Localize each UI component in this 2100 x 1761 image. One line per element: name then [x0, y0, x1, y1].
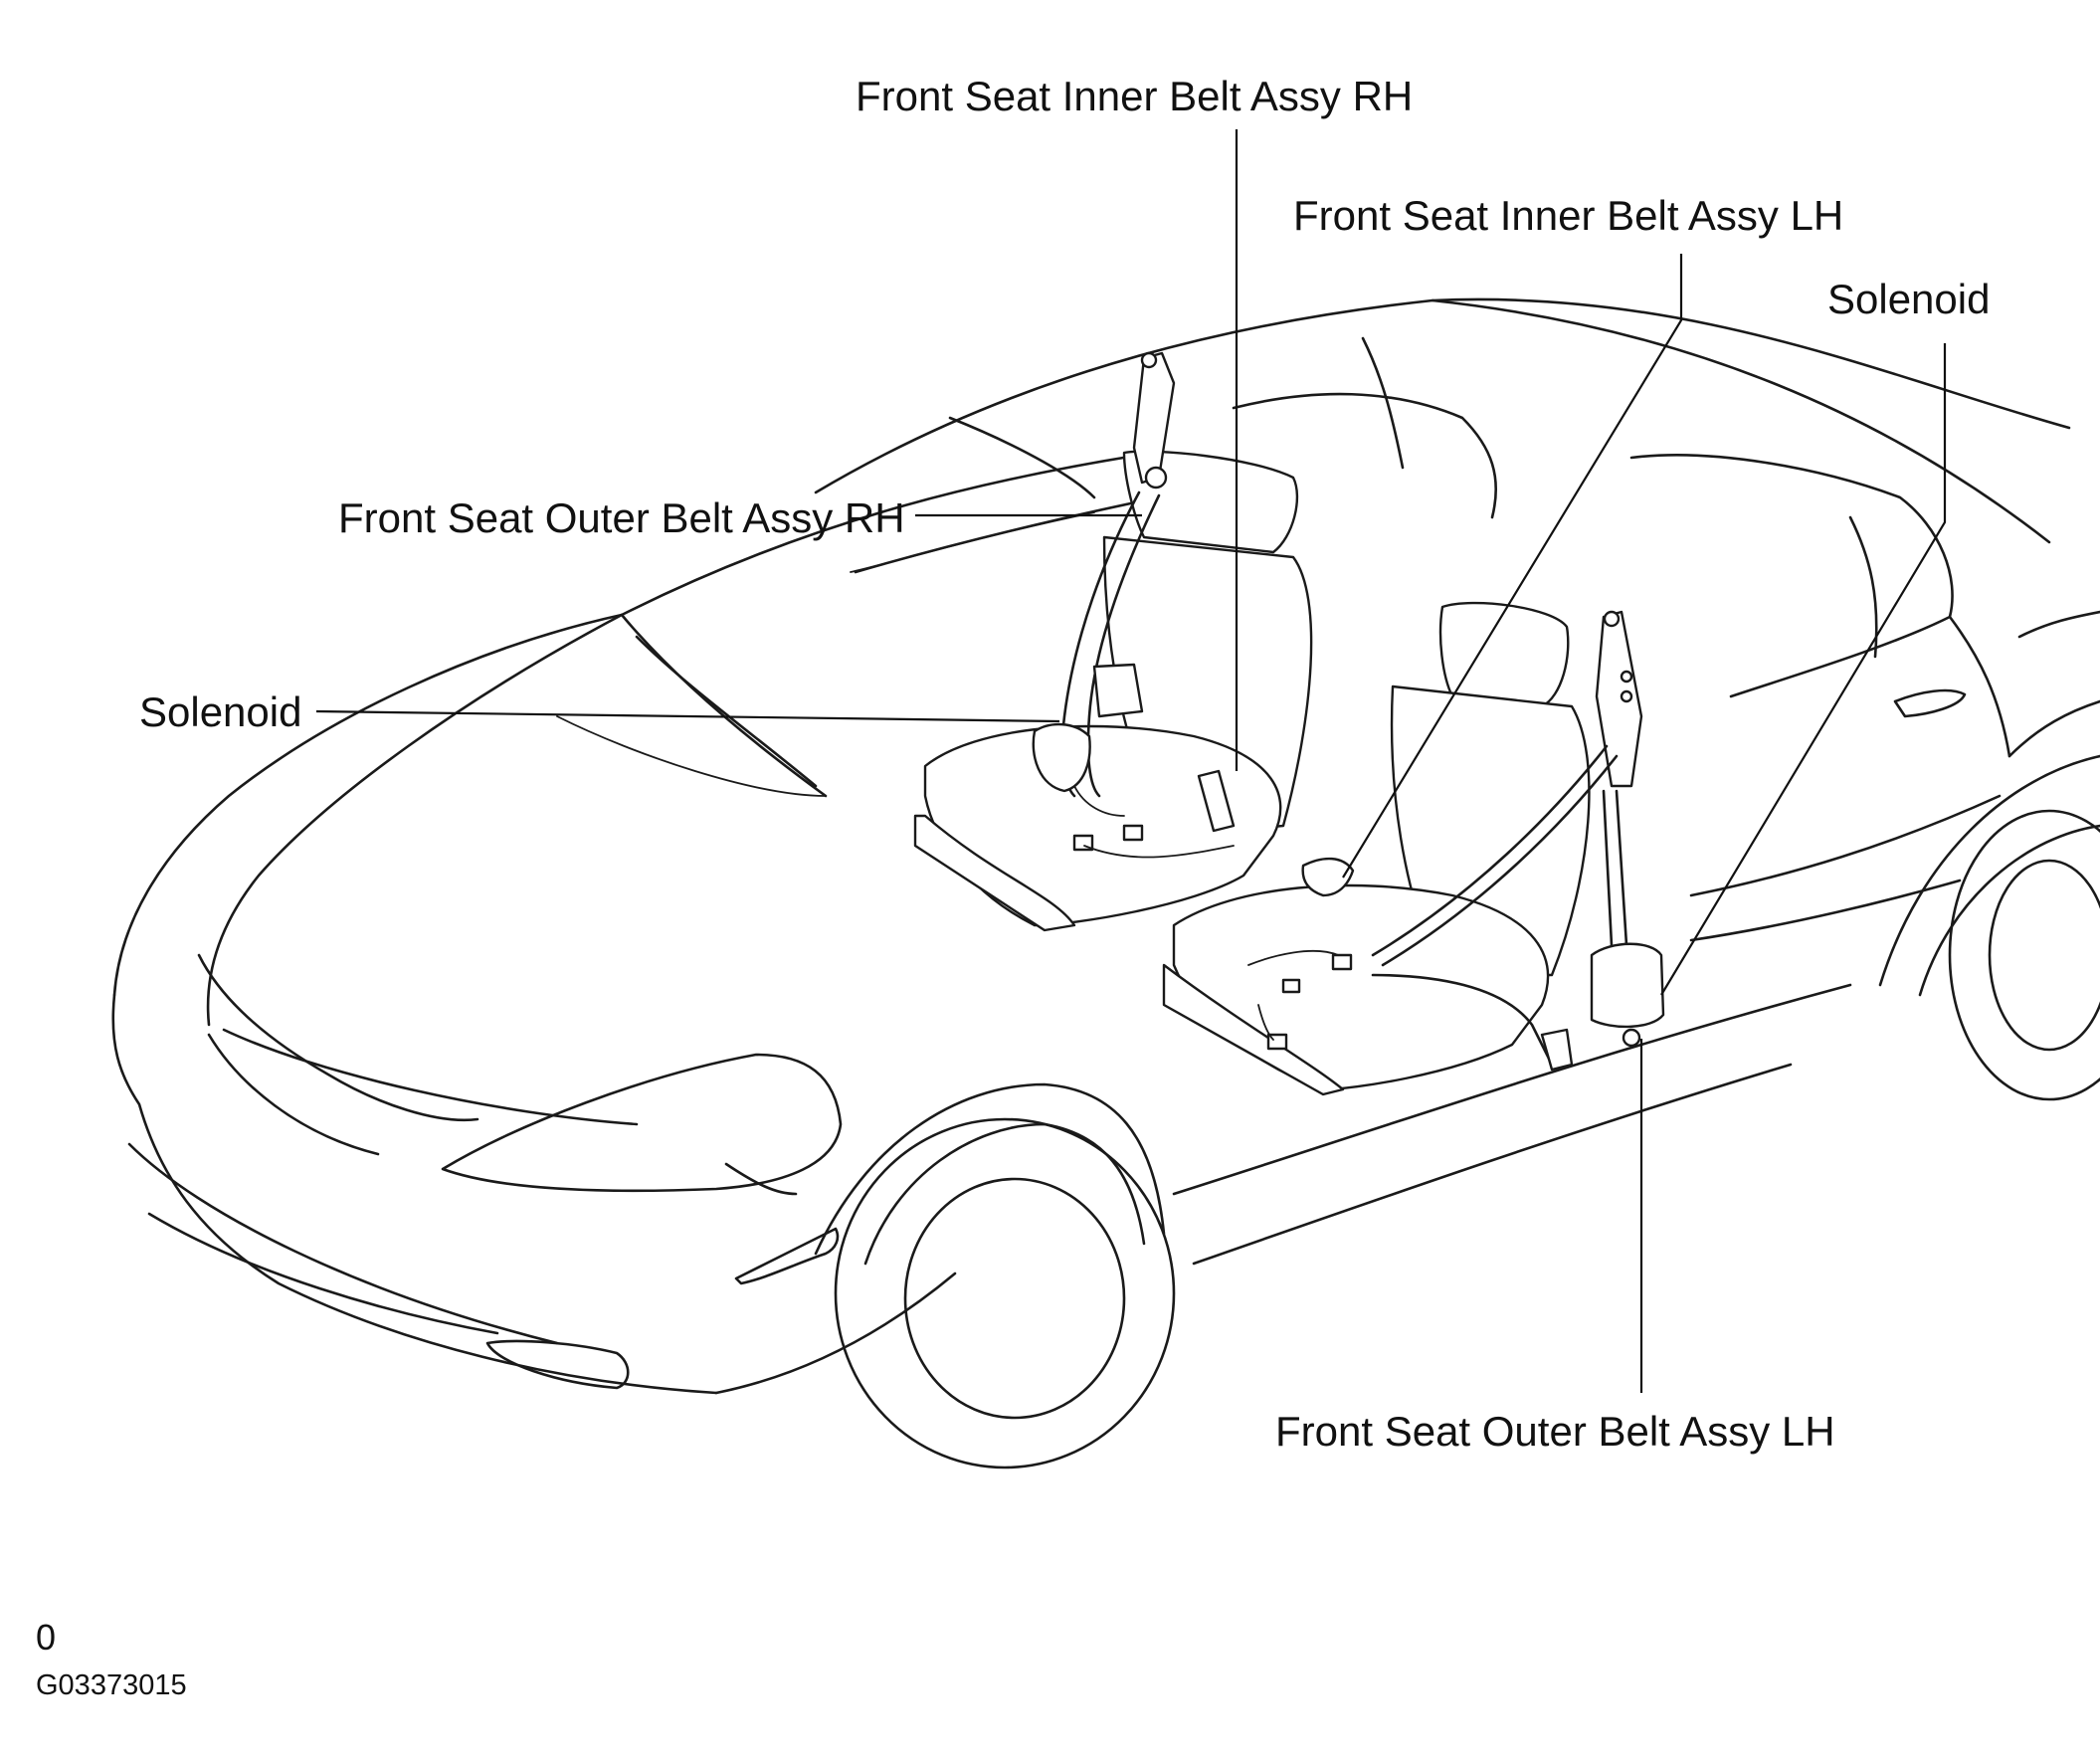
label-front-seat-inner-belt-assy-lh: Front Seat Inner Belt Assy LH	[1293, 192, 1844, 239]
label-front-seat-outer-belt-assy-rh: Front Seat Outer Belt Assy RH	[338, 494, 905, 541]
corner-mark: 0	[36, 1617, 57, 1658]
leader-lines	[315, 129, 1947, 1393]
figure-id: G03373015	[36, 1669, 187, 1701]
outer-belt-rh	[1032, 351, 1235, 859]
seat-rh	[913, 450, 1313, 932]
car-body	[111, 297, 2100, 1469]
label-front-seat-inner-belt-assy-rh: Front Seat Inner Belt Assy RH	[856, 73, 1414, 119]
outer-belt-lh	[1247, 610, 1665, 1072]
label-solenoid-right: Solenoid	[1827, 276, 1991, 322]
label-solenoid-left: Solenoid	[139, 688, 302, 735]
label-front-seat-outer-belt-assy-lh: Front Seat Outer Belt Assy LH	[1275, 1408, 1835, 1455]
